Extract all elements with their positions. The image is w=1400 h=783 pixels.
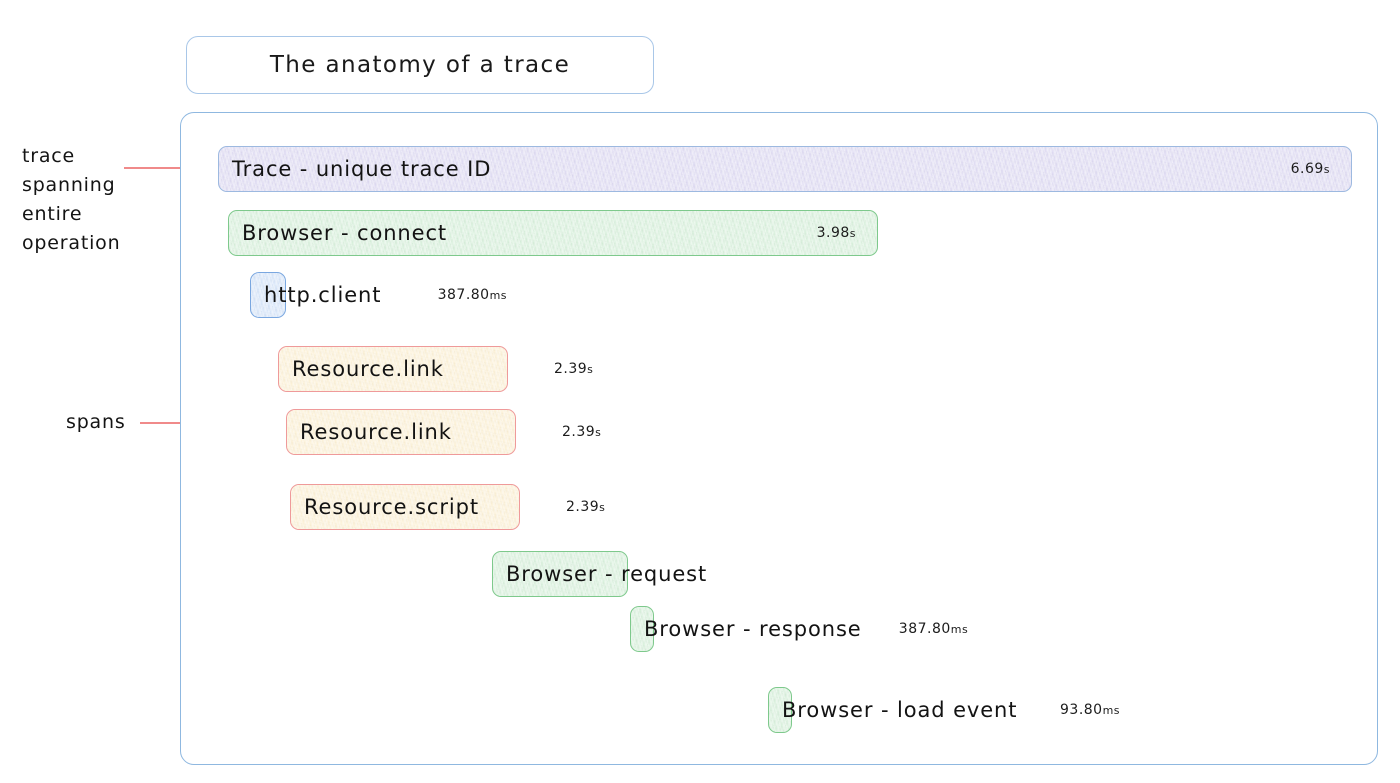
span-label: Trace - unique trace ID [232,157,492,181]
span-row[interactable]: Resource.script 2.39s [0,484,1400,530]
page-title: The anatomy of a trace [269,52,571,78]
span-row[interactable]: Browser - connect 3.98s [0,210,1400,256]
span-row[interactable]: http.client 387.80ms [0,272,1400,318]
trace-annotation-leader-line [124,167,184,169]
span-label: Resource.link [300,420,452,444]
span-row[interactable]: Browser - load event 93.80ms [0,687,1400,733]
span-duration: 6.69s [1290,161,1330,177]
span-label: Resource.script [304,495,479,519]
span-duration: 387.80ms [437,287,508,303]
spans-annotation-label: spans [66,411,126,433]
span-duration: 2.39s [554,361,594,377]
span-bar[interactable] [228,210,878,256]
span-label: Browser - response [644,617,862,641]
span-label: Browser - connect [242,221,448,245]
span-bar[interactable] [630,606,654,652]
span-duration: 93.80ms [1060,702,1121,718]
span-bar[interactable] [286,409,516,455]
span-bar[interactable] [278,346,508,392]
span-bar[interactable] [250,272,286,318]
span-row[interactable]: Trace - unique trace ID 6.69s [0,146,1400,192]
span-label: Browser - request [506,562,708,586]
span-duration: 2.39s [562,424,602,440]
span-bar[interactable] [768,687,792,733]
span-duration: 387.80ms [898,621,969,637]
span-label: http.client [264,283,382,307]
span-row[interactable]: Resource.link 2.39s [0,346,1400,392]
span-bar[interactable] [290,484,520,530]
span-row[interactable]: Resource.link 2.39s [0,409,1400,455]
span-row[interactable]: Browser - request [0,551,1400,597]
span-row[interactable]: Browser - response 387.80ms [0,606,1400,652]
trace-annotation-label: trace spanning entire operation [22,145,121,254]
span-duration: 3.98s [816,225,856,241]
span-label: Browser - load event [782,698,1018,722]
title-box: The anatomy of a trace [186,36,654,94]
span-duration: 2.39s [566,499,606,515]
trace-bar[interactable] [218,146,1352,192]
span-label: Resource.link [292,357,444,381]
span-bar[interactable] [492,551,628,597]
